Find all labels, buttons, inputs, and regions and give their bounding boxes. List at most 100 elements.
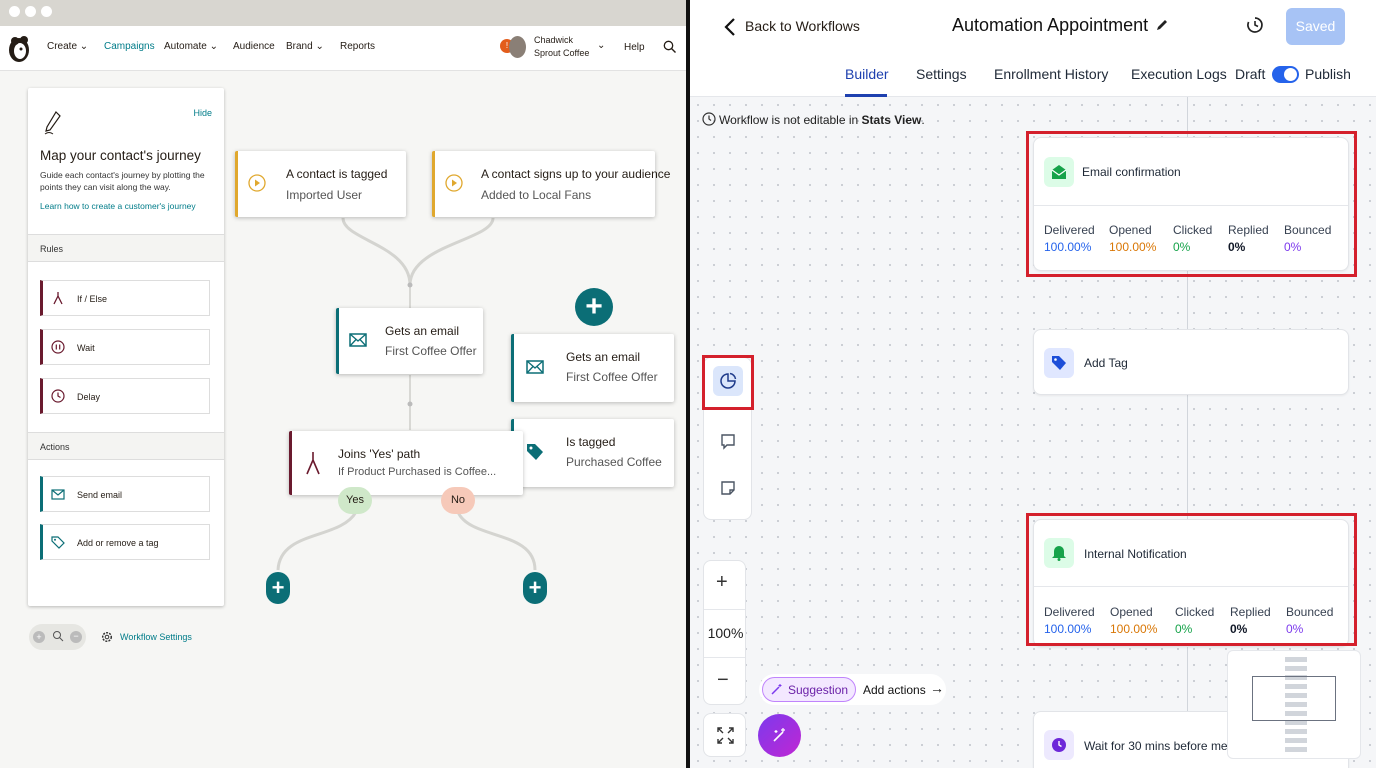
tab-active-underline [845,94,887,97]
toggle-knob [1284,68,1297,81]
no-branch-label[interactable]: No [441,487,475,514]
rule-if-else[interactable]: If / Else [40,280,210,316]
nav-reports[interactable]: Reports [340,41,376,52]
pencil-sketch-icon [44,111,61,135]
fit-view-button[interactable] [703,713,746,757]
view-toolbar [703,357,752,520]
yes-branch-label[interactable]: Yes [338,487,372,514]
back-arrow-icon[interactable] [724,17,736,37]
trigger-contact-signs-up[interactable]: A contact signs up to your audience Adde… [432,151,670,217]
learn-link[interactable]: Learn how to create a customer's journey [40,201,196,211]
step-title: Is tagged [566,435,616,449]
zoom-out-icon[interactable]: − [70,631,82,643]
account-avatar[interactable]: ! [500,35,526,61]
tab-enrollment-history[interactable]: Enrollment History [994,66,1109,82]
trigger-title: A contact signs up to your audience [481,167,671,181]
suggestion-chip[interactable]: Suggestion [762,677,856,702]
step-is-tagged[interactable]: Is tagged Purchased Coffee [511,419,674,487]
stat-label-bounced: Bounced [1284,223,1332,237]
magnifier-icon[interactable] [52,630,64,642]
stats-view-button[interactable] [713,366,743,396]
highlight-notification-node [1026,513,1357,646]
publish-label: Publish [1305,66,1351,82]
window-minimize-dot[interactable] [25,6,36,17]
step-gets-email-2[interactable]: Gets an email First Coffee Offer [511,334,674,402]
window-titlebar [0,0,686,26]
stat-value-opened: 100.00% [1109,240,1157,254]
arrow-right-icon[interactable]: → [930,680,944,696]
back-to-workflows-link[interactable]: Back to Workflows [745,18,860,34]
highlight-email-node [1026,131,1357,277]
zoom-controls: + − [29,624,86,650]
stat-value-clicked: 0% [1173,240,1191,254]
publish-toggle[interactable] [1272,66,1299,83]
stat-label-delivered: Delivered [1044,605,1095,619]
step-gets-email-1[interactable]: Gets an email First Coffee Offer [336,308,483,374]
rule-wait[interactable]: Wait [40,329,210,365]
pie-chart-icon [720,372,737,389]
envelope-icon [51,489,65,500]
stat-value-bounced: 0% [1284,240,1302,254]
saved-button[interactable]: Saved [1286,8,1345,45]
account-chevron-down-icon[interactable]: ⌄ [597,40,606,51]
stat-value-clicked: 0% [1175,622,1193,636]
minimap[interactable] [1227,650,1361,759]
left-screenshot: Create ⌄ Campaigns Automate ⌄ Audience B… [0,0,686,768]
nav-help[interactable]: Help [624,42,645,53]
mailchimp-logo-icon[interactable] [6,32,32,64]
tab-builder[interactable]: Builder [845,66,889,82]
zoom-in-button[interactable]: + [716,571,728,593]
split-icon [306,452,320,475]
rule-label: If / Else [77,294,108,304]
tag-icon [527,444,543,460]
search-icon[interactable] [663,40,676,53]
add-no-step-button[interactable]: + [523,572,547,604]
nav-brand[interactable]: Brand ⌄ [286,41,324,52]
stat-label-opened: Opened [1109,223,1152,237]
stat-value-replied: 0% [1230,622,1248,636]
tab-settings[interactable]: Settings [916,66,967,82]
history-clock-icon[interactable] [1246,16,1264,34]
gear-icon[interactable] [100,630,114,644]
trigger-title: A contact is tagged [286,167,388,181]
trigger-contact-tagged[interactable]: A contact is tagged Imported User [235,151,406,217]
sticky-note-icon[interactable] [720,480,736,496]
nav-create[interactable]: Create ⌄ [47,41,89,52]
rule-delay[interactable]: Delay [40,378,210,414]
window-close-dot[interactable] [9,6,20,17]
node-title: Email confirmation [1082,165,1181,179]
tab-execution-logs[interactable]: Execution Logs [1131,66,1227,82]
stat-label-clicked: Clicked [1175,605,1215,619]
nav-automate[interactable]: Automate ⌄ [164,41,218,52]
hide-panel-link[interactable]: Hide [193,108,212,118]
top-nav: Create ⌄ Campaigns Automate ⌄ Audience B… [0,26,686,71]
action-send-email[interactable]: Send email [40,476,210,512]
journey-side-panel: Hide Map your contact's journey Guide ea… [28,88,224,606]
nav-campaigns[interactable]: Campaigns [104,41,155,52]
minimap-viewport[interactable] [1252,676,1336,721]
step-joins-yes-path[interactable]: Joins 'Yes' path If Product Purchased is… [289,431,523,495]
clock-icon [51,389,65,403]
zoom-in-icon[interactable]: + [33,631,45,643]
zoom-out-button[interactable]: − [717,669,729,691]
add-step-plus-button[interactable]: + [575,288,613,326]
split-icon [53,292,63,305]
node-internal-notification[interactable]: Internal Notification Delivered Opened C… [1033,519,1349,647]
ai-assistant-button[interactable] [758,714,801,757]
add-yes-step-button[interactable]: + [266,572,290,604]
comment-icon[interactable] [720,433,736,451]
workflow-settings-link[interactable]: Workflow Settings [120,632,192,642]
panel-description: Guide each contact's journey by plotting… [40,170,205,192]
pause-icon [51,340,65,354]
edit-pencil-icon[interactable] [1155,18,1169,32]
add-actions-link[interactable]: Add actions [863,683,926,697]
node-email-confirmation[interactable]: Email confirmation Delivered Opened Clic… [1033,137,1349,271]
action-add-remove-tag[interactable]: Add or remove a tag [40,524,210,560]
nav-audience[interactable]: Audience [233,41,275,52]
stat-label-clicked: Clicked [1173,223,1213,237]
rule-label: Delay [77,392,101,402]
node-title: Internal Notification [1084,547,1187,561]
node-add-tag[interactable]: Add Tag [1033,329,1349,395]
window-zoom-dot[interactable] [41,6,52,17]
